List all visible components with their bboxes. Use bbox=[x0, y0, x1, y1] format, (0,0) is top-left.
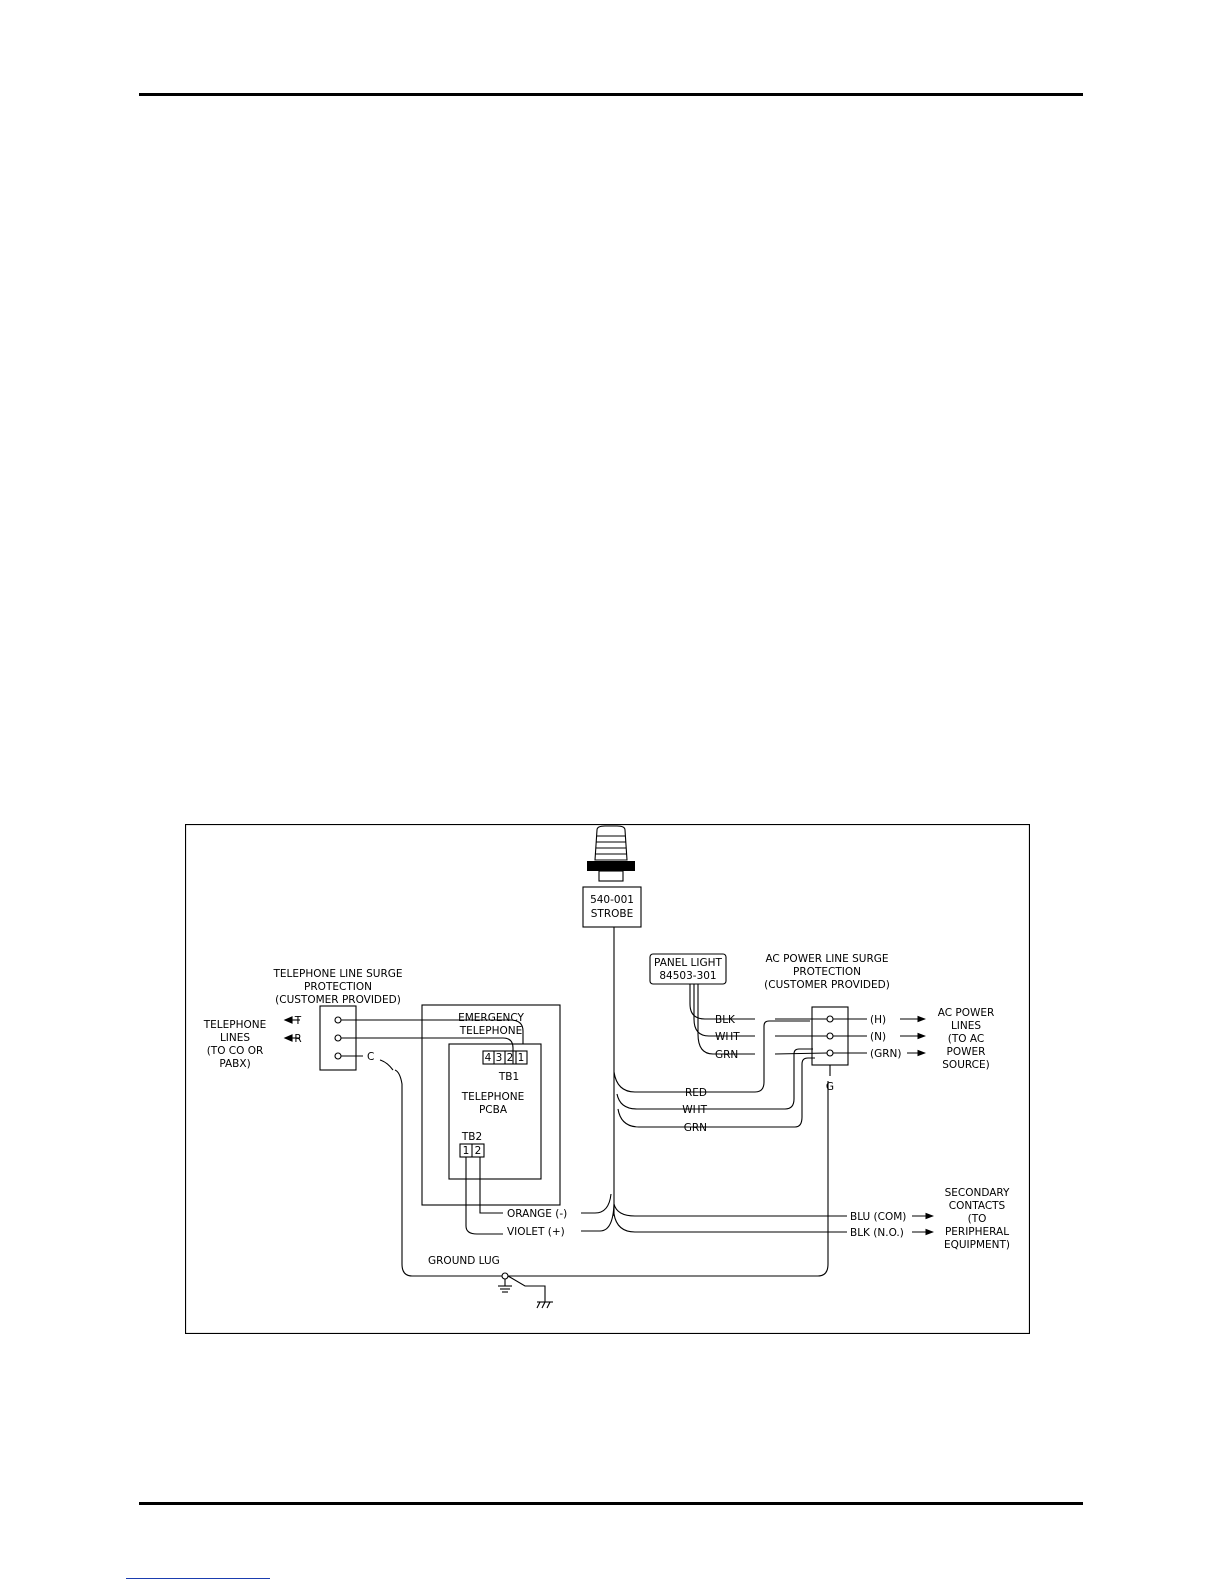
panel-wire-grn: GRN bbox=[715, 1049, 738, 1061]
ac-out-grn: (GRN) bbox=[870, 1048, 901, 1060]
tel-surge-label-3: (CUSTOMER PROVIDED) bbox=[275, 994, 401, 1006]
tel-surge-label-1: TELEPHONE LINE SURGE bbox=[272, 968, 402, 980]
panel-light-label-1: PANEL LIGHT bbox=[654, 957, 722, 969]
footer-rule bbox=[139, 1502, 1083, 1505]
wiring-diagram: 540-001 STROBE PANEL LIGHT 84503-301 TEL… bbox=[185, 824, 1030, 1334]
pcba-box bbox=[448, 1043, 542, 1180]
emergency-label-2: TELEPHONE bbox=[459, 1025, 523, 1037]
tb1-label: TB1 bbox=[498, 1071, 519, 1083]
ac-lines-label-5: SOURCE) bbox=[942, 1059, 989, 1071]
strobe-label-1: 540-001 bbox=[590, 894, 634, 906]
ac-lines-label-3: (TO AC bbox=[948, 1033, 984, 1045]
strobe-wire-grn: GRN bbox=[684, 1122, 707, 1134]
footer-link-underline bbox=[126, 1578, 270, 1579]
strobe-box bbox=[582, 886, 642, 928]
secondary-label-3: (TO bbox=[968, 1213, 987, 1225]
ac-lines-label-1: AC POWER bbox=[938, 1007, 995, 1019]
emergency-label-1: EMERGENCY bbox=[458, 1012, 524, 1024]
tb1-pin-4: 4 bbox=[485, 1052, 492, 1064]
tel-surge-label-2: PROTECTION bbox=[304, 981, 372, 993]
tel-surge-c: C bbox=[367, 1051, 374, 1063]
ac-out-h: (H) bbox=[870, 1014, 886, 1026]
pcba-label-1: TELEPHONE bbox=[461, 1091, 525, 1103]
wire-blu: BLU (COM) bbox=[850, 1211, 906, 1223]
emergency-telephone-box bbox=[421, 1004, 561, 1206]
tb2-pin-1: 1 bbox=[463, 1145, 470, 1157]
panel-light-label-2: 84503-301 bbox=[659, 970, 716, 982]
diagram-frame bbox=[185, 824, 1030, 1334]
tel-lines-label-2: LINES bbox=[220, 1032, 250, 1044]
strobe-wire-red: RED bbox=[685, 1087, 707, 1099]
tb1-pin-2: 2 bbox=[507, 1052, 514, 1064]
tb2-pin-2: 2 bbox=[475, 1145, 482, 1157]
tel-lines-label-3: (TO CO OR bbox=[207, 1045, 264, 1057]
strobe-wire-wht: WHT bbox=[682, 1104, 707, 1116]
panel-light-box bbox=[649, 953, 727, 985]
ac-out-n: (N) bbox=[870, 1031, 886, 1043]
ac-surge-label-2: PROTECTION bbox=[793, 966, 861, 978]
tel-surge-t: T bbox=[294, 1015, 302, 1027]
strobe-label-2: STROBE bbox=[591, 908, 633, 920]
tb1-pin-1: 1 bbox=[518, 1052, 525, 1064]
secondary-label-2: CONTACTS bbox=[949, 1200, 1006, 1212]
tb1-pin-3: 3 bbox=[496, 1052, 503, 1064]
ac-lines-label-2: LINES bbox=[951, 1020, 981, 1032]
tel-lines-label-1: TELEPHONE bbox=[203, 1019, 267, 1031]
panel-wire-wht: WHT bbox=[715, 1031, 740, 1043]
pcba-label-2: PCBA bbox=[479, 1104, 508, 1116]
header-rule bbox=[139, 93, 1083, 96]
secondary-label-5: EQUIPMENT) bbox=[944, 1239, 1010, 1251]
secondary-label-4: PERIPHERAL bbox=[945, 1226, 1009, 1238]
ground-lug-label: GROUND LUG bbox=[428, 1255, 500, 1267]
ac-surge-g: G bbox=[826, 1081, 834, 1093]
wire-blk: BLK (N.O.) bbox=[850, 1227, 904, 1239]
panel-wire-blk: BLK bbox=[715, 1014, 736, 1026]
secondary-label-1: SECONDARY bbox=[945, 1187, 1010, 1199]
ac-surge-label-1: AC POWER LINE SURGE bbox=[765, 953, 888, 965]
wire-orange: ORANGE (-) bbox=[507, 1208, 567, 1220]
ac-lines-label-4: POWER bbox=[947, 1046, 986, 1058]
tel-lines-label-4: PABX) bbox=[219, 1058, 250, 1070]
wire-violet: VIOLET (+) bbox=[507, 1226, 565, 1238]
tel-surge-r: R bbox=[294, 1033, 301, 1045]
strobe-lamp-icon bbox=[587, 825, 635, 882]
tb2-label: TB2 bbox=[461, 1131, 482, 1143]
ac-surge-label-3: (CUSTOMER PROVIDED) bbox=[764, 979, 890, 991]
